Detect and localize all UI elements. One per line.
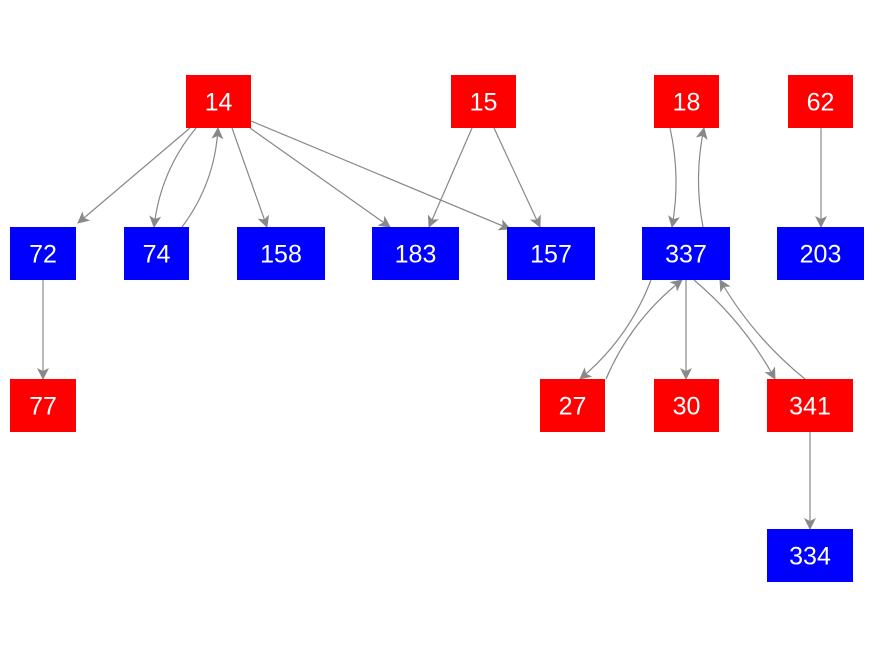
node-18[interactable]: 18 [654, 75, 719, 128]
node-label: 27 [559, 393, 587, 421]
node-label: 14 [205, 89, 233, 117]
node-label: 334 [789, 543, 831, 571]
node-box [788, 75, 853, 128]
node-box [451, 75, 516, 128]
node-30[interactable]: 30 [654, 379, 719, 432]
edge-18-to-337 [668, 127, 680, 228]
edge-15-to-157 [493, 127, 541, 228]
node-box [10, 227, 76, 280]
node-label: 74 [143, 241, 171, 269]
edge-14-to-183 [249, 127, 391, 228]
node-74[interactable]: 74 [124, 227, 189, 280]
node-label: 158 [260, 241, 302, 269]
node-box [372, 227, 459, 280]
node-box [777, 227, 864, 280]
node-158[interactable]: 158 [237, 227, 325, 280]
node-27[interactable]: 27 [540, 379, 605, 432]
node-box [124, 227, 189, 280]
node-203[interactable]: 203 [777, 227, 864, 280]
node-box [767, 529, 853, 582]
node-label: 62 [807, 89, 835, 117]
node-box [654, 75, 719, 128]
node-77[interactable]: 77 [10, 379, 76, 432]
node-box [237, 227, 325, 280]
node-box [540, 379, 605, 432]
edge-337-to-341 [693, 279, 776, 380]
node-72[interactable]: 72 [10, 227, 76, 280]
edge-15-to-183 [427, 127, 473, 228]
edge-14-to-74 [149, 127, 197, 228]
edge-27-to-337 [605, 279, 683, 380]
edge-14-to-158 [231, 127, 269, 228]
node-box [10, 379, 76, 432]
edge-74-to-14 [181, 127, 224, 228]
node-label: 72 [29, 241, 57, 269]
node-label: 183 [395, 241, 437, 269]
node-label: 203 [800, 241, 842, 269]
node-label: 18 [673, 89, 701, 117]
nodes-layer: 14 15 18 62 72 74 158 183 157 337 203 77 27 30 341 334 [10, 75, 864, 582]
node-label: 15 [470, 89, 498, 117]
node-label: 77 [29, 393, 57, 421]
node-157[interactable]: 157 [507, 227, 595, 280]
edge-337-to-18 [695, 127, 708, 228]
node-label: 157 [530, 241, 572, 269]
node-183[interactable]: 183 [372, 227, 459, 280]
edges-layer [37, 120, 827, 530]
node-62[interactable]: 62 [788, 75, 853, 128]
node-label: 30 [673, 393, 701, 421]
node-337[interactable]: 337 [642, 227, 730, 280]
node-box [767, 379, 853, 432]
node-label: 337 [665, 241, 707, 269]
node-14[interactable]: 14 [186, 75, 251, 128]
edge-337-to-27 [579, 279, 652, 380]
node-box [654, 379, 719, 432]
node-label: 341 [789, 393, 831, 421]
node-341[interactable]: 341 [767, 379, 853, 432]
node-box [186, 75, 251, 128]
node-15[interactable]: 15 [451, 75, 516, 128]
node-box [507, 227, 595, 280]
edge-14-to-157 [250, 120, 511, 231]
node-334[interactable]: 334 [767, 529, 853, 582]
edge-14-to-72 [77, 127, 191, 224]
edge-341-to-337 [719, 279, 806, 380]
node-box [642, 227, 730, 280]
